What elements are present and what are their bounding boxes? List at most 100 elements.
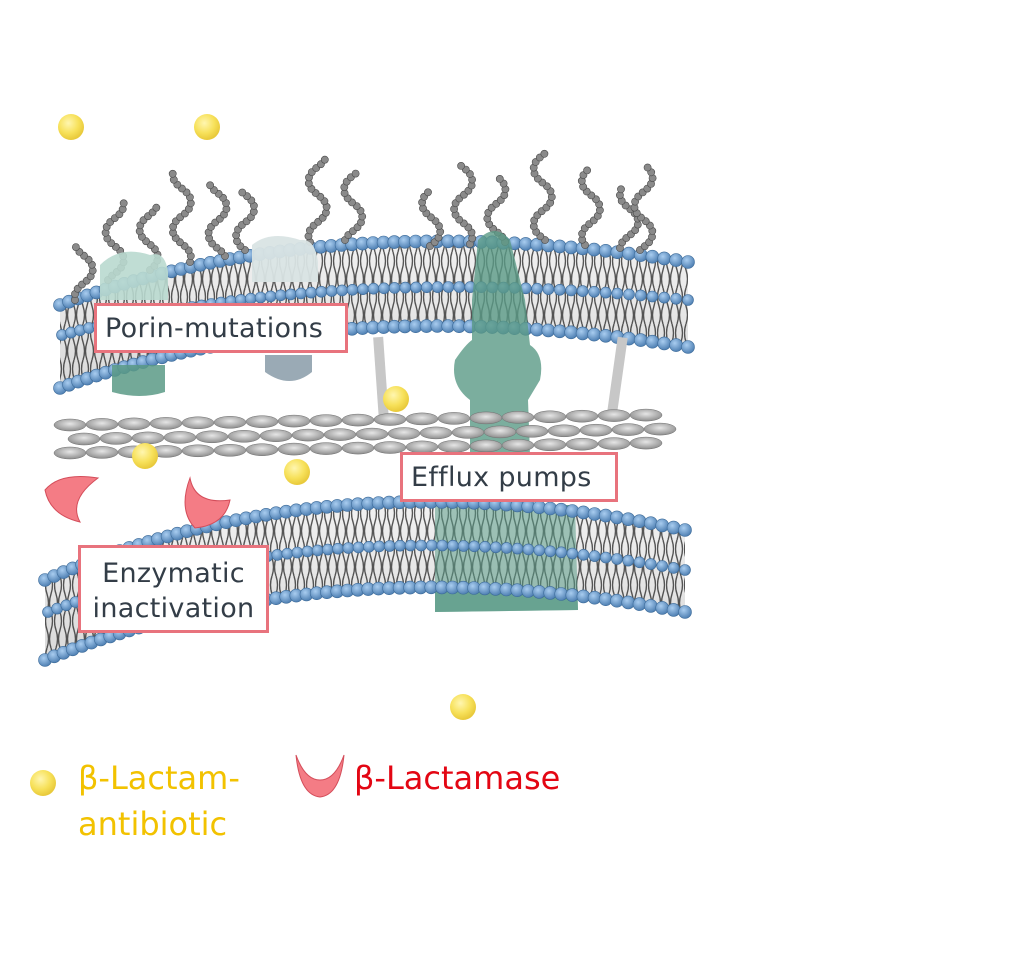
lipid-head <box>533 544 546 557</box>
peptidoglycan-unit <box>405 412 439 426</box>
lps-bead <box>238 188 247 197</box>
peptidoglycan-unit <box>309 414 343 427</box>
lipid-head <box>479 540 491 553</box>
lipid-head <box>577 548 590 561</box>
porin-proteins <box>100 236 318 396</box>
lipid-head <box>576 505 591 520</box>
lps-bead <box>72 243 80 251</box>
lipid-head <box>274 289 287 302</box>
lipid-head <box>552 324 567 339</box>
lipid-head <box>621 595 636 610</box>
lipid-head <box>436 539 449 552</box>
lactamase-enzyme-left <box>44 476 100 523</box>
lipid-head <box>566 547 579 560</box>
lipid-head <box>284 288 297 301</box>
peptidoglycan-unit <box>213 416 247 429</box>
peptidoglycan-unit <box>227 430 261 443</box>
lipid-head <box>588 285 600 298</box>
lipid-head <box>511 542 524 555</box>
lipid-head <box>681 340 695 354</box>
peptidoglycan-unit <box>99 432 133 445</box>
peptidoglycan-unit <box>629 436 663 450</box>
peptidoglycan-unit <box>85 418 119 431</box>
lipid-head <box>431 281 444 293</box>
peptidoglycan-unit <box>547 424 581 438</box>
lps-bead <box>119 199 128 208</box>
lipid-head <box>623 288 635 301</box>
peptidoglycan-unit <box>323 428 357 441</box>
lipid-head <box>388 282 401 294</box>
lipid-head <box>588 550 601 562</box>
beta-lactam-antibiotics <box>58 114 476 720</box>
peptidoglycan-unit <box>259 429 293 442</box>
lipid-head <box>301 545 314 558</box>
antibiotic-legend-icon <box>30 770 56 796</box>
antibiotic-molecule <box>194 114 220 140</box>
lipid-head <box>666 520 681 535</box>
lipid-head <box>281 547 294 560</box>
peptidoglycan-unit <box>309 442 343 455</box>
lipid-head <box>321 543 334 556</box>
inner-membrane <box>38 495 692 667</box>
lps-bead <box>540 149 549 158</box>
peptidoglycan-unit <box>53 446 87 460</box>
enzymatic-inactivation-label: Enzymatic inactivation <box>78 545 269 633</box>
lipid-head <box>644 558 657 570</box>
lipid-head <box>363 540 375 553</box>
lipid-head <box>632 597 647 611</box>
lipid-head <box>383 540 396 552</box>
lipid-head <box>669 338 683 352</box>
peptidoglycan-unit <box>515 425 549 438</box>
lipid-head <box>669 253 683 267</box>
lipid-head <box>598 508 613 523</box>
peptidoglycan-unit <box>437 440 471 453</box>
lipid-head <box>311 544 324 557</box>
antibiotic-molecule <box>58 114 84 140</box>
beta-lactamase-enzymes <box>44 476 231 529</box>
lipid-head <box>634 289 647 302</box>
peptidoglycan-unit <box>341 413 375 427</box>
peptidoglycan-unit <box>387 427 421 440</box>
lipid-head <box>575 326 590 341</box>
antibiotic-molecule <box>450 694 476 720</box>
peptidoglycan-unit <box>245 443 279 456</box>
peptidoglycan-layer <box>53 408 677 460</box>
lipid-head <box>645 249 660 264</box>
legend-antibiotic: β-Lactam- antibiotic <box>78 755 278 847</box>
enzymatic-label-line1: Enzymatic <box>102 558 245 589</box>
lipid-head <box>599 286 612 299</box>
peptidoglycan-unit <box>643 422 677 436</box>
peptidoglycan-unit <box>291 428 325 442</box>
lipid-head <box>658 291 671 304</box>
lps-bead <box>583 166 591 175</box>
peptidoglycan-unit <box>629 408 663 422</box>
lactamase-legend-icon <box>295 754 345 798</box>
lipid-head <box>655 518 670 533</box>
lipid-head <box>598 328 613 343</box>
lipid-head <box>332 542 344 555</box>
lipid-head <box>678 523 692 537</box>
lipid-head <box>254 291 267 304</box>
lipid-head <box>541 323 556 338</box>
lipid-head <box>325 285 338 297</box>
lps-bead <box>617 185 625 194</box>
lps-bead <box>643 163 652 172</box>
lipid-head <box>633 333 648 347</box>
peptidoglycan-unit <box>117 417 151 431</box>
lipid-head <box>553 283 566 296</box>
peptidoglycan-unit <box>195 430 229 444</box>
lipid-head <box>531 282 543 295</box>
peptidoglycan-unit <box>469 439 503 453</box>
porin-mutations-label: Porin-mutations <box>94 303 348 353</box>
peptidoglycan-unit <box>67 432 101 446</box>
lipid-head <box>643 516 658 531</box>
peptidoglycan-unit <box>533 410 567 424</box>
lps-bead <box>457 161 465 170</box>
lipid-head <box>468 540 481 553</box>
lipid-head <box>453 281 466 293</box>
peptidoglycan-unit <box>149 417 183 430</box>
lipid-head <box>373 540 386 553</box>
peptidoglycan-unit <box>181 444 215 458</box>
lipid-head <box>555 546 568 559</box>
lipid-head <box>657 251 672 266</box>
